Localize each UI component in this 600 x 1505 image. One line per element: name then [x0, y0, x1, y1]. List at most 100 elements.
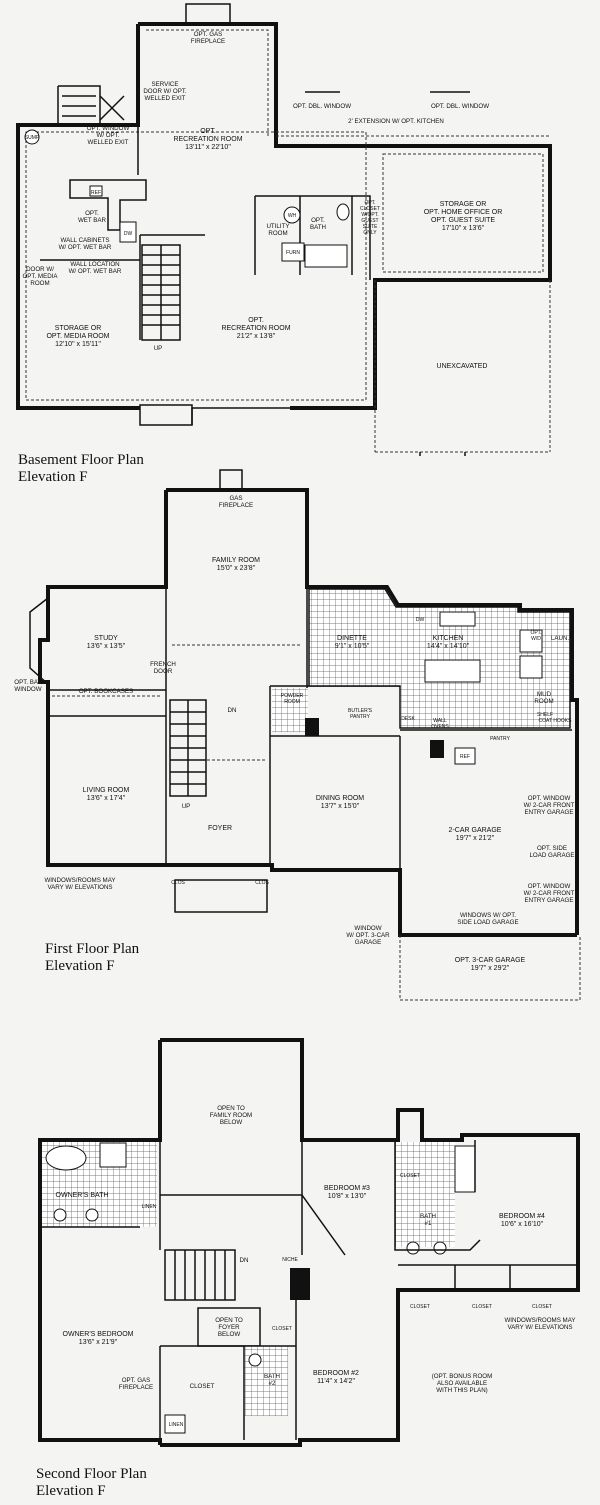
f-ref: REF: [460, 754, 470, 760]
b-storage-l3: OPT. GUEST SUITE: [431, 217, 495, 224]
b-wetbar-l2: WET BAR: [78, 217, 107, 224]
svg-text:OPT.W/D: OPT.W/D: [530, 630, 541, 642]
s-bath1-l2: #1: [425, 1220, 432, 1227]
b-closet-l5: SUITE: [363, 224, 378, 230]
s-owner-l2: 13'6" x 21'9": [79, 1339, 118, 1346]
b-wallloc-l2: W/ OPT. WET BAR: [69, 268, 122, 275]
sump-pit: [24, 129, 40, 145]
b-wetbar-l1: OPT.: [85, 210, 99, 217]
second-stairs: [164, 1249, 236, 1301]
s-niche: NICHE: [282, 1257, 298, 1263]
f-powder-l1: POWDER: [281, 693, 304, 699]
svg-text:BEDROOM #410'6" x 16'10": BEDROOM #410'6" x 16'10": [499, 1213, 545, 1228]
s-b4-l2: 10'6" x 16'10": [501, 1221, 544, 1228]
svg-text:BEDROOM #310'8" x 13'0": BEDROOM #310'8" x 13'0": [324, 1185, 370, 1200]
f-bay-l1: OPT. BAY: [14, 679, 41, 686]
f-family-l2: 15'0" x 23'8": [217, 565, 256, 572]
f-wd-l2: W/D: [531, 636, 541, 642]
f-ovens-l2: OVENS: [431, 724, 449, 730]
svg-text:BATH#1: BATH#1: [420, 1213, 436, 1227]
f-w3-l1: WINDOW: [354, 925, 381, 932]
s-owners-bath: OWNER'S BATH: [56, 1192, 109, 1199]
f-side-l2: LOAD GARAGE: [529, 852, 574, 859]
f-dinette-l1: DINETTE: [337, 635, 367, 642]
s-fireplace-l1: OPT. GAS: [122, 1377, 151, 1384]
f-shelf: SHELF: [537, 712, 553, 718]
f-garage3-l2: 19'7" x 29'2": [471, 965, 510, 972]
f-laun: LAUN.: [551, 635, 570, 642]
f-kitchen-l1: KITCHEN: [433, 635, 464, 642]
b-sump-label: SUMP: [25, 135, 40, 141]
b-optbath-l1: OPT.: [311, 217, 325, 224]
f-dining-l1: DINING ROOM: [316, 795, 364, 802]
f-living-l2: 13'6" x 17'4": [87, 795, 126, 802]
b-optwin-l3: WELLED EXIT: [88, 139, 129, 146]
basement-bottom-bump: [139, 404, 193, 426]
f-mud-l1: MUD: [537, 691, 552, 698]
f-foyer: FOYER: [208, 825, 232, 832]
f-garage2-l1: 2-CAR GARAGE: [449, 827, 502, 834]
bath1-tile: [395, 1142, 455, 1247]
basement-title-line2: Elevation F: [18, 469, 88, 485]
f-study-l1: STUDY: [94, 635, 118, 642]
b-dbl-window-1: OPT. DBL. WINDOW: [293, 103, 351, 110]
b-service-l3: WELLED EXIT: [145, 95, 186, 102]
b-storage-l2: OPT. HOME OFFICE OR: [424, 209, 503, 216]
f-butler-l2: PANTRY: [350, 714, 370, 720]
b-dw: DW: [124, 231, 133, 237]
b-optwin-l2: W/ OPT.: [96, 132, 119, 139]
f-dining-l2: 13'7" x 15'0": [321, 803, 360, 810]
f-side-l1: OPT. SIDE: [537, 845, 567, 852]
f-bay-l2: WINDOW: [14, 686, 41, 693]
b-wh: WH: [288, 213, 297, 219]
b-closet-l3: W/OPT.: [361, 212, 378, 218]
b-media-l1: STORAGE OR: [55, 325, 102, 332]
s-bath1-l1: BATH: [420, 1213, 436, 1220]
svg-text:BATH#2: BATH#2: [264, 1373, 280, 1387]
f-desk: DESK: [401, 716, 415, 722]
b-cab-l1: WALL CABINETS: [60, 237, 109, 244]
s-closet-b: CLOSET: [472, 1304, 492, 1310]
b-utility-l1: UTILITY: [266, 223, 289, 230]
b-fireplace-l2: FIREPLACE: [191, 38, 225, 45]
f-butler-l1: BUTLER'S: [348, 708, 373, 714]
s-bonus-l2: ALSO AVAILABLE: [437, 1380, 487, 1387]
f-coat: COAT HOOKS: [539, 718, 573, 724]
s-bonus-l1: (OPT. BONUS ROOM: [432, 1373, 493, 1380]
f-gwin2-l2: W/ 2-CAR FRONT: [524, 890, 575, 897]
b-utility-l2: ROOM: [268, 230, 287, 237]
f-gwin1-l3: ENTRY GARAGE: [525, 809, 574, 816]
f-kitchen-l2: 14'4" x 14'10": [427, 643, 470, 650]
s-b3-l2: 10'8" x 13'0": [328, 1193, 367, 1200]
basement-fireplace-bump: [185, 3, 231, 25]
f-garage2-l2: 19'7" x 21'2": [456, 835, 495, 842]
second-floor-plan-title: Second Floor Plan Elevation F: [36, 1466, 147, 1500]
b-closet-l1: OPT.: [364, 200, 375, 206]
s-b2-l1: BEDROOM #2: [313, 1370, 359, 1377]
s-closet-owner: CLOSET: [190, 1383, 215, 1390]
s-openfam-l2: FAMILY ROOM: [210, 1112, 252, 1119]
svg-text:OPT.BATH: OPT.BATH: [310, 217, 326, 231]
s-closet-c: CLOSET: [532, 1304, 552, 1310]
b-closet-l4: GUEST: [361, 218, 378, 224]
b-rec1-l2: RECREATION ROOM: [173, 136, 242, 143]
b-optbath-l2: BATH: [310, 224, 326, 231]
s-windows-l2: VARY W/ ELEVATIONS: [507, 1324, 572, 1331]
second-floor-plan: [38, 1038, 580, 1447]
basement-plan: [16, 3, 552, 456]
